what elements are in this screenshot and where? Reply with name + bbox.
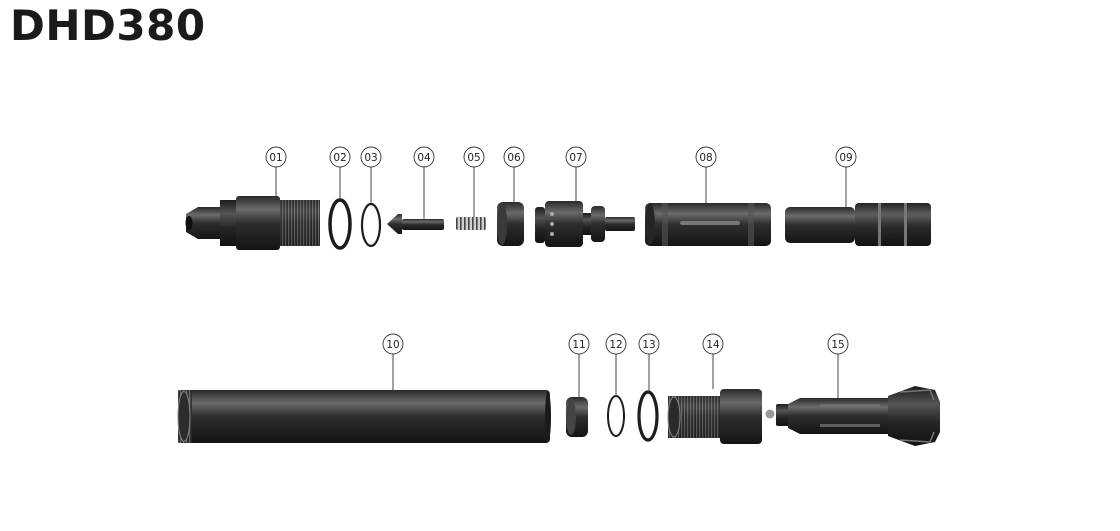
part-04-check-valve [387, 214, 444, 234]
callout-circle-07 [565, 146, 587, 168]
part-number-12: 12 [609, 339, 622, 351]
callout-circle-02 [329, 146, 351, 168]
callout-circle-06 [503, 146, 525, 168]
part-number-09: 09 [839, 152, 852, 164]
part-11-retaining-ring [566, 397, 588, 437]
part-number-05: 05 [467, 152, 480, 164]
part-08-inner-cylinder [645, 203, 771, 246]
part-02-o-ring [328, 198, 352, 250]
callout-circle-01 [265, 146, 287, 168]
part-15-drill-bit [765, 386, 940, 446]
part-01-top-sub [185, 196, 320, 250]
callout-labels: 01 02 03 04 05 06 07 08 09 10 11 12 [265, 146, 857, 398]
part-06-ring [497, 202, 524, 246]
callout-circle-14 [702, 333, 724, 355]
part-13-o-ring [637, 390, 659, 442]
part-number-07: 07 [569, 152, 582, 164]
callout-circle-03 [360, 146, 382, 168]
callout-circle-13 [638, 333, 660, 355]
part-number-14: 14 [706, 339, 720, 351]
part-number-15: 15 [831, 339, 844, 351]
part-number-01: 01 [269, 152, 282, 164]
part-12-o-ring [607, 395, 625, 437]
callout-circle-05 [463, 146, 485, 168]
callout-circle-10 [382, 333, 404, 355]
part-number-10: 10 [386, 339, 399, 351]
part-number-04: 04 [417, 152, 431, 164]
part-number-11: 11 [572, 339, 585, 351]
callout-circle-04 [413, 146, 435, 168]
part-07-air-distributor [535, 201, 635, 247]
callout-circle-11 [568, 333, 590, 355]
callout-circle-12 [605, 333, 627, 355]
part-number-06: 06 [507, 152, 521, 164]
part-number-03: 03 [364, 152, 377, 164]
part-number-08: 08 [699, 152, 712, 164]
part-14-driver-sub [667, 389, 762, 444]
callout-circle-15 [827, 333, 849, 355]
part-number-02: 02 [333, 152, 346, 164]
callout-circle-09 [835, 146, 857, 168]
page-title: DHD380 [10, 1, 206, 50]
part-09-piston [785, 203, 931, 246]
part-03-o-ring [360, 202, 382, 248]
part-number-13: 13 [642, 339, 655, 351]
part-10-outer-tube [177, 390, 551, 443]
callout-circle-08 [695, 146, 717, 168]
part-05-spring [456, 217, 486, 230]
